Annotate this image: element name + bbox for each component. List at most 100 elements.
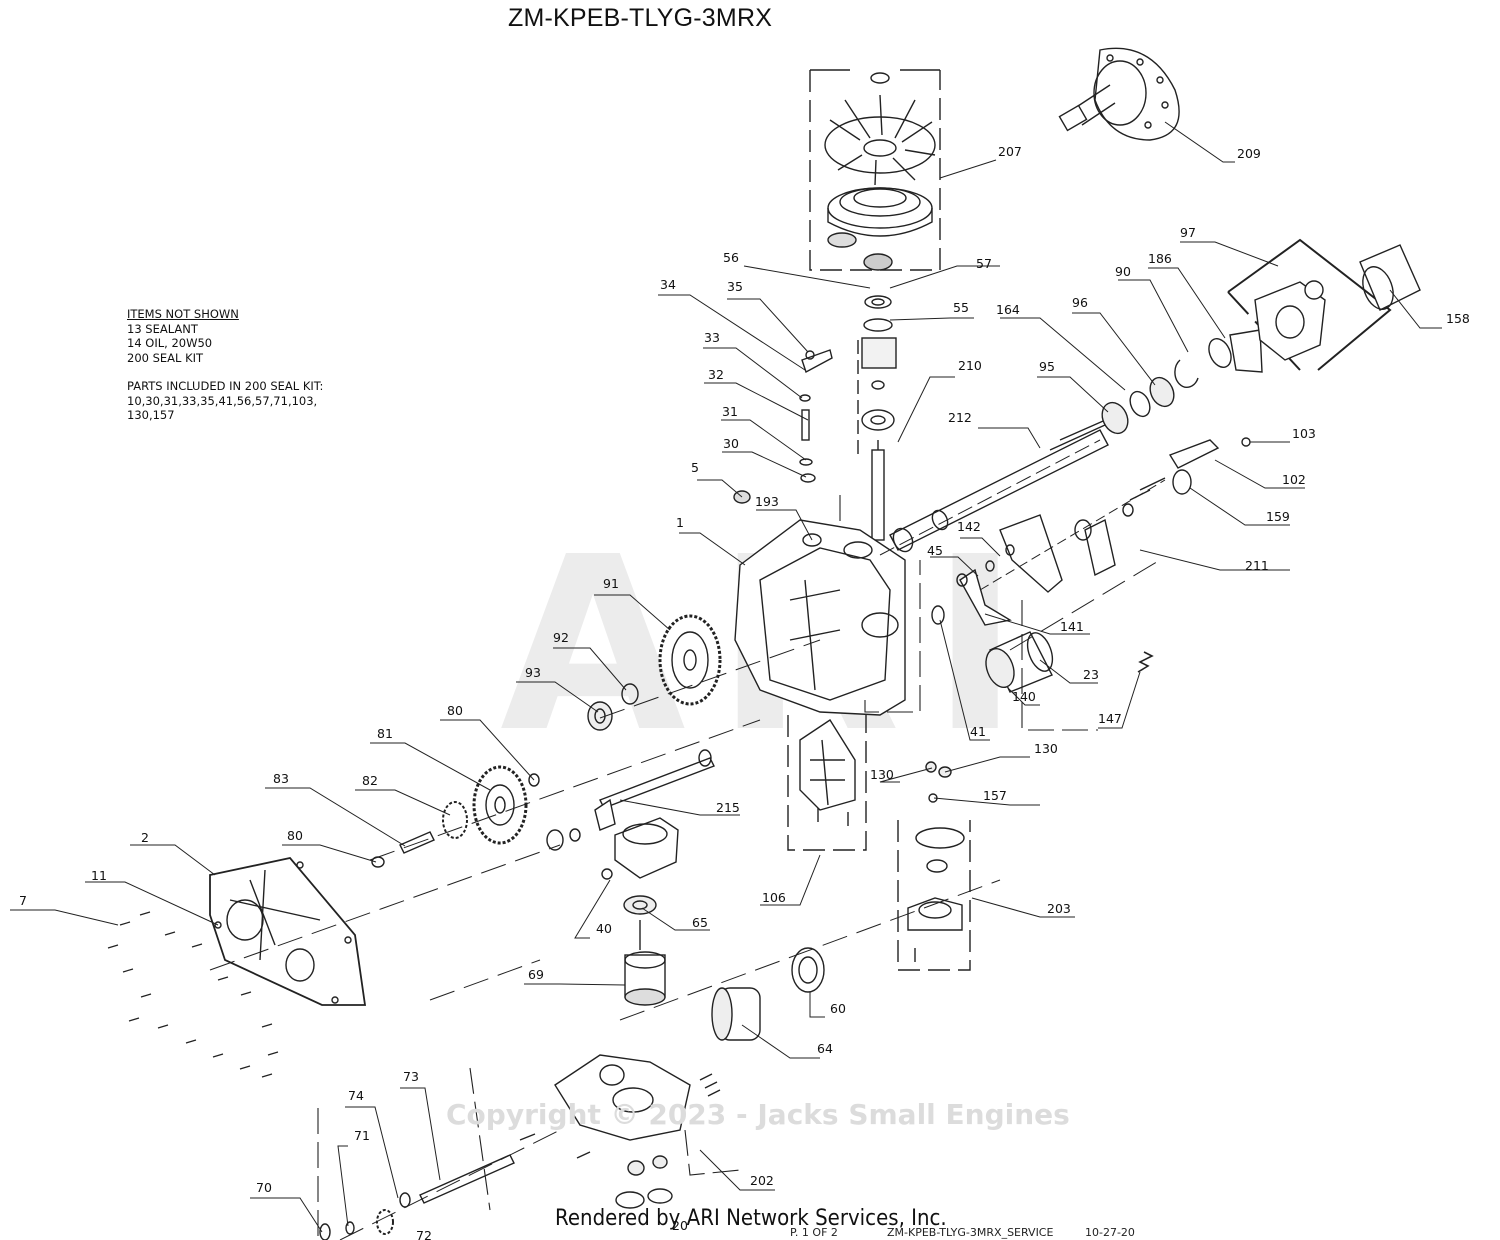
callout-35: 35 — [727, 279, 743, 294]
output-shaft — [879, 329, 1263, 556]
callout-72: 72 — [416, 1228, 432, 1240]
rendered-by-credit: Rendered by ARI Network Services, Inc. — [555, 1206, 947, 1231]
main-housing — [733, 490, 906, 716]
input-shaft-stack — [857, 295, 897, 541]
callout-leaders — [10, 121, 1442, 1233]
callout-7: 7 — [19, 893, 27, 908]
callout-80: 80 — [447, 703, 463, 718]
callout-141: 141 — [1060, 619, 1084, 634]
callout-74: 74 — [348, 1088, 364, 1103]
copyright-watermark: Copyright © 2023 - Jacks Small Engines — [446, 1098, 1070, 1131]
callout-33: 33 — [704, 330, 720, 345]
cap-assembly — [897, 761, 971, 971]
callout-64: 64 — [817, 1041, 833, 1056]
callout-57: 57 — [976, 256, 992, 271]
diagram-title: ZM-KPEB-TLYG-3MRX — [508, 4, 773, 32]
control-linkage — [956, 437, 1251, 626]
note-line: 13 SEALANT — [127, 321, 198, 336]
callout-203: 203 — [1047, 901, 1071, 916]
callout-202: 202 — [750, 1173, 774, 1188]
cover-bolts — [107, 911, 279, 1078]
callout-80-lower: 80 — [287, 828, 303, 843]
note-line: 14 OIL, 20W50 — [127, 336, 213, 350]
callout-96: 96 — [1072, 295, 1088, 310]
callout-81: 81 — [377, 726, 393, 741]
callout-106: 106 — [762, 890, 786, 905]
callout-45: 45 — [927, 543, 943, 558]
callout-157: 157 — [983, 788, 1007, 803]
callout-147: 147 — [1098, 711, 1122, 726]
callout-73: 73 — [403, 1069, 419, 1084]
assembly-centerlines — [209, 559, 1161, 1240]
oil-filter — [931, 605, 1154, 693]
seal-kit-line: 130,157 — [127, 408, 175, 422]
linkage-pins — [799, 349, 833, 483]
callout-1: 1 — [676, 515, 684, 530]
callout-93: 93 — [525, 665, 541, 680]
hub-shaft — [1058, 47, 1180, 141]
subassembly-frames — [317, 495, 1098, 1240]
callout-55: 55 — [953, 300, 969, 315]
callout-82: 82 — [362, 773, 378, 788]
callout-215: 215 — [716, 800, 740, 815]
callout-60: 60 — [830, 1001, 846, 1016]
side-cover — [209, 857, 367, 1006]
callout-193: 193 — [755, 494, 779, 509]
callout-212: 212 — [948, 410, 972, 425]
differential-gears — [371, 749, 715, 868]
callout-159: 159 — [1266, 509, 1290, 524]
callout-34: 34 — [660, 277, 676, 292]
fan-pulley-assembly — [809, 69, 941, 271]
bracket-assembly — [787, 715, 867, 851]
center-section — [519, 1054, 721, 1209]
seal-kit-heading: PARTS INCLUDED IN 200 SEAL KIT: — [127, 379, 324, 393]
callout-20-partial: 20 — [672, 1218, 688, 1233]
callout-91: 91 — [603, 576, 619, 591]
callout-210: 210 — [958, 358, 982, 373]
callout-69: 69 — [528, 967, 544, 982]
callout-95: 95 — [1039, 359, 1055, 374]
note-line: 200 SEAL KIT — [127, 350, 204, 365]
callout-83: 83 — [273, 771, 289, 786]
callout-92: 92 — [553, 630, 569, 645]
callout-207: 207 — [998, 144, 1022, 159]
callout-5: 5 — [691, 460, 699, 475]
callout-41: 41 — [970, 724, 986, 739]
callout-30: 30 — [723, 436, 739, 451]
callout-90: 90 — [1115, 264, 1131, 279]
callout-130-left: 130 — [870, 767, 894, 782]
drawing-id: ZM-KPEB-TLYG-3MRX_SERVICE — [887, 1226, 1054, 1239]
callout-130: 130 — [1034, 741, 1058, 756]
callout-140: 140 — [1012, 689, 1036, 704]
callout-164: 164 — [996, 302, 1020, 317]
hydraulic-pump — [601, 817, 825, 1041]
callout-labels: 207 209 56 57 55 34 35 33 32 31 30 5 193… — [19, 144, 1470, 1240]
callout-23: 23 — [1083, 667, 1099, 682]
callout-71: 71 — [354, 1128, 370, 1143]
callout-56: 56 — [723, 250, 739, 265]
callout-102: 102 — [1282, 472, 1306, 487]
drawing-date: 10-27-20 — [1085, 1226, 1135, 1239]
wheel-hub — [1227, 238, 1421, 371]
callout-103: 103 — [1292, 426, 1316, 441]
page-number: P. 1 OF 2 — [790, 1226, 838, 1239]
callout-32: 32 — [708, 367, 724, 382]
callout-209: 209 — [1237, 146, 1261, 161]
callout-40: 40 — [596, 921, 612, 936]
callout-2: 2 — [141, 830, 149, 845]
parts-notes: ITEMS NOT SHOWN 13 SEALANT 14 OIL, 20W50… — [127, 307, 323, 423]
callout-211: 211 — [1245, 558, 1269, 573]
callout-11: 11 — [91, 868, 107, 883]
callout-97: 97 — [1180, 225, 1196, 240]
callout-31: 31 — [722, 404, 738, 419]
callout-65: 65 — [692, 915, 708, 930]
reduction-gears — [587, 614, 722, 731]
seal-kit-line: 10,30,31,33,35,41,56,57,71,103, — [127, 393, 318, 408]
items-not-shown-heading: ITEMS NOT SHOWN — [127, 307, 239, 321]
callout-186: 186 — [1148, 251, 1172, 266]
callout-70: 70 — [256, 1180, 272, 1195]
callout-142: 142 — [957, 519, 981, 534]
callout-158: 158 — [1446, 311, 1470, 326]
